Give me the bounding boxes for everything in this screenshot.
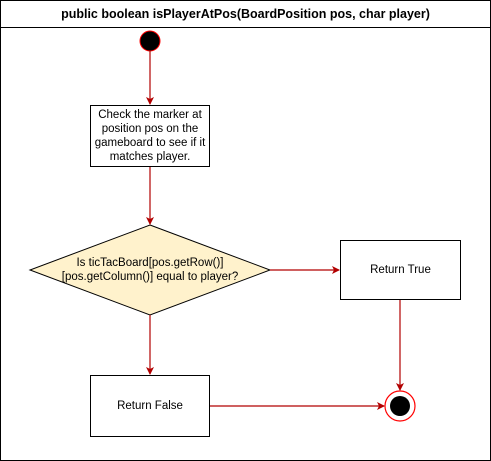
diagram-title: public boolean isPlayerAtPos(BoardPositi… bbox=[61, 7, 430, 21]
end-node-core bbox=[390, 396, 410, 416]
check-marker-box bbox=[90, 105, 210, 167]
decision-label: Is ticTacBoard[pos.getRow()][pos.getColu… bbox=[61, 257, 239, 283]
return-false-label: Return False bbox=[117, 400, 183, 412]
return-true-box bbox=[340, 240, 461, 300]
return-false-box bbox=[90, 375, 210, 437]
start-node bbox=[139, 30, 161, 52]
check-marker-label: Check the marker at position pos on the … bbox=[94, 109, 206, 163]
return-true-label: Return True bbox=[370, 264, 431, 276]
